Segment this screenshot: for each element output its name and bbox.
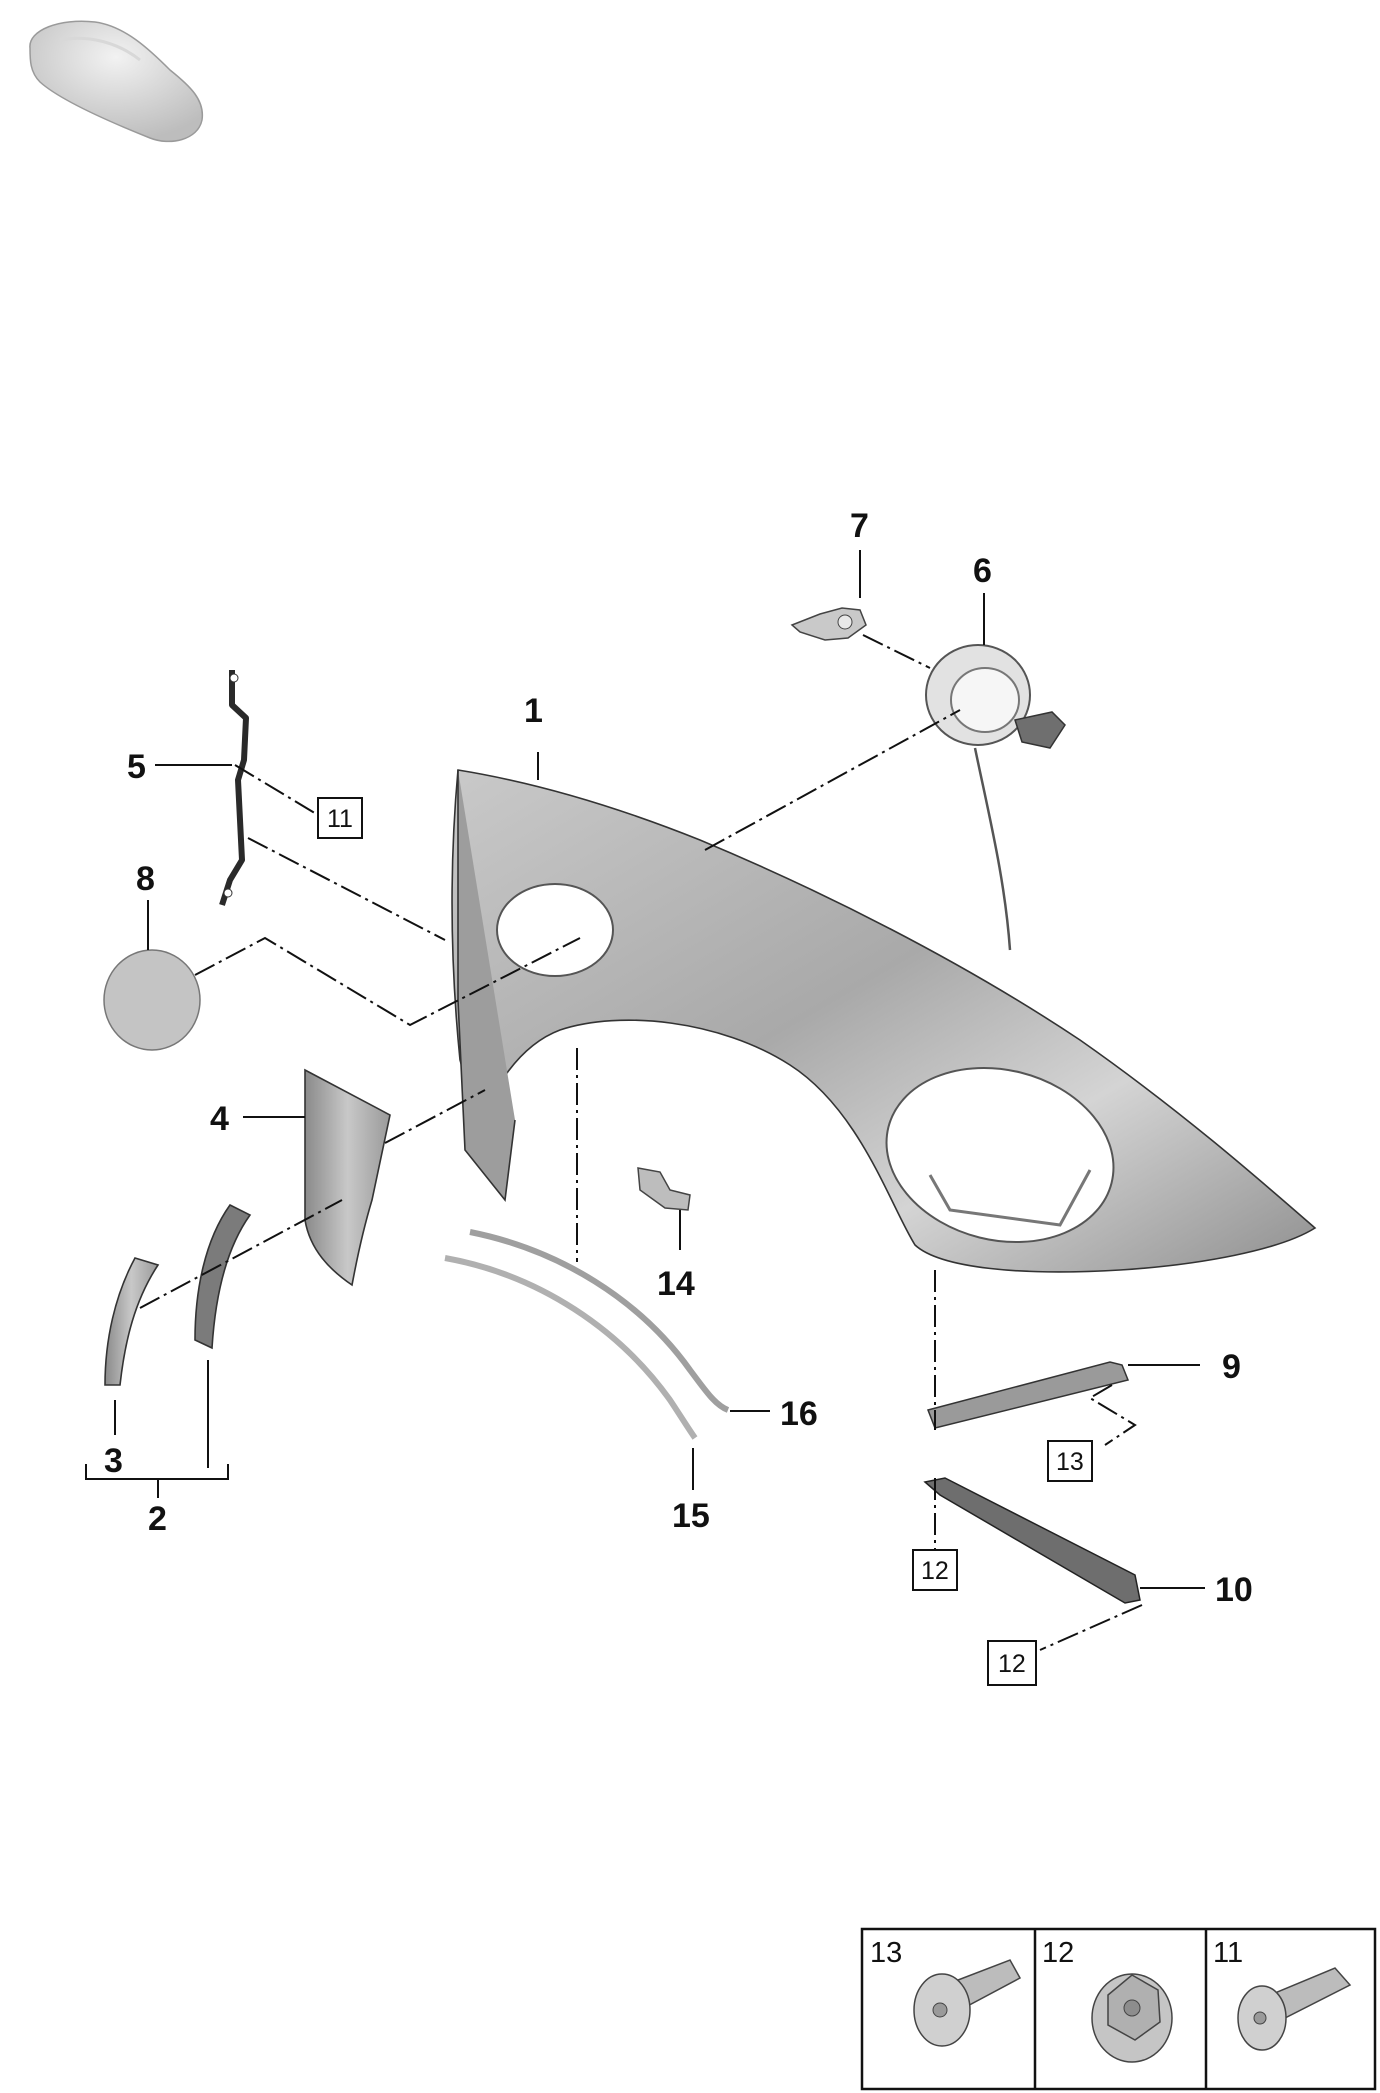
- filler-housing-part-6: [925, 644, 1066, 951]
- assembly-lines: [139, 634, 1143, 1651]
- callout-4: 4: [210, 1100, 229, 1138]
- trim-strip-part-16: [469, 1229, 730, 1413]
- callout-1: 1: [524, 692, 543, 730]
- callout-15: 15: [672, 1497, 710, 1535]
- vehicle-thumbnail-icon: [29, 20, 204, 143]
- fender-part-1: [451, 769, 1317, 1273]
- callout-3: 3: [104, 1442, 123, 1480]
- boxed-ref-12-upper: 12: [921, 1557, 949, 1585]
- boxed-ref-11: 11: [327, 805, 353, 833]
- torx-screw-icon: [1237, 1967, 1352, 2051]
- bracket-part-5: [219, 670, 249, 906]
- latch-part-7: [790, 607, 867, 641]
- wheel-arch-liner-part-4: [304, 1068, 391, 1287]
- callout-6: 6: [973, 552, 992, 590]
- collar-screw-icon: [913, 1959, 1022, 2047]
- trim-strip-part-15: [444, 1255, 698, 1440]
- hex-flange-nut-icon: [1091, 1973, 1173, 2063]
- legend-label-12: 12: [1042, 1937, 1074, 1969]
- callout-5: 5: [127, 748, 146, 786]
- callout-14: 14: [657, 1265, 695, 1303]
- legend-label-11: 11: [1213, 1937, 1243, 1969]
- fastener-legend: 13 12 11: [860, 1927, 1377, 2091]
- boxed-ref-13: 13: [1056, 1448, 1084, 1476]
- boxed-references: 11 13 12 12: [317, 797, 1093, 1686]
- boxed-ref-12-lower: 12: [998, 1650, 1026, 1678]
- trim-part-3: [104, 1257, 160, 1386]
- cover-cap-part-8: [103, 949, 201, 1051]
- clip-part-14: [637, 1167, 691, 1211]
- legend-label-13: 13: [870, 1937, 902, 1969]
- callout-8: 8: [136, 860, 155, 898]
- leader-lines: [85, 550, 1205, 1589]
- trim-part-2: [194, 1203, 252, 1350]
- callout-2: 2: [148, 1500, 167, 1538]
- brace-part-9: [926, 1361, 1130, 1429]
- callout-10: 10: [1215, 1571, 1253, 1609]
- callout-labels: 1 2 3 4 5 6 7 8 9 10 14 15 16: [104, 507, 1253, 1609]
- callout-7: 7: [850, 507, 869, 545]
- brace-part-10: [923, 1477, 1141, 1604]
- callout-9: 9: [1222, 1348, 1241, 1386]
- callout-16: 16: [780, 1395, 818, 1433]
